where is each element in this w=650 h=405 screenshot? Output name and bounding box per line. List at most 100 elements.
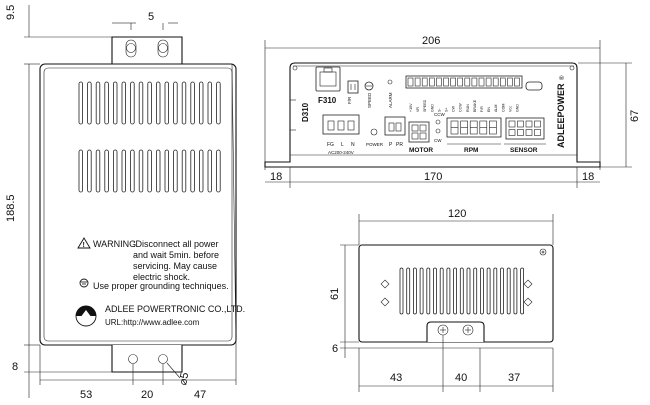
svg-text:F/R: F/R	[347, 96, 352, 104]
terminal-pin	[492, 77, 499, 87]
vent-slot	[173, 81, 178, 125]
vent-slot	[95, 149, 101, 193]
vent-slot	[121, 81, 126, 125]
vent-slot	[207, 149, 212, 193]
vent-slot	[216, 81, 221, 125]
warning-line2: and wait 5min. before	[133, 250, 219, 260]
front-top-hole-left	[126, 43, 136, 53]
sensor-pin	[517, 120, 524, 128]
ccw-led	[435, 119, 441, 125]
vent-slot	[479, 267, 484, 315]
vent-slot	[155, 81, 161, 125]
vent-slot	[113, 149, 118, 193]
vent-slot	[198, 149, 204, 193]
svg-text:!: !	[83, 242, 85, 249]
vent-slot	[486, 267, 491, 315]
front-top-slot-right	[157, 39, 169, 58]
vent-slot	[453, 267, 458, 315]
vent-slot	[138, 81, 144, 125]
terminal-pin-label: BRAKE	[473, 99, 477, 112]
ccw-label: CCW	[434, 112, 445, 117]
vent-slot	[406, 267, 411, 315]
dim-front-bottom-mid: 20	[141, 389, 153, 401]
vent-slot	[78, 81, 83, 125]
dim-front-top-offset: 9.5	[5, 5, 17, 20]
vent-slot	[198, 81, 204, 125]
front-body-inner	[43, 67, 233, 342]
terminal-pin	[450, 77, 456, 87]
side-view: 206 67 D310 F310 F/R SPEED ALARM	[264, 35, 641, 188]
terminal-pin-label: S+	[445, 108, 449, 113]
bottom-view: 120 61 6	[329, 208, 554, 392]
vent-slot	[147, 149, 152, 193]
dim-front-height: 188.5	[5, 194, 17, 222]
warning-icon	[77, 237, 91, 249]
dim-front-bottom-offset: 8	[12, 361, 18, 373]
bottom-bracket-screw-right	[462, 324, 474, 336]
vent-slot	[216, 149, 221, 193]
brand-label: ADLEEPOWER	[556, 83, 566, 148]
power-led	[370, 128, 378, 136]
terminal-pin	[464, 77, 471, 87]
front-bottom-bracket	[111, 345, 183, 373]
front-body	[39, 63, 237, 346]
dim-front-bottom-left: 53	[80, 389, 92, 401]
sensor-pin	[534, 129, 541, 136]
company-logo	[75, 305, 97, 327]
sensor-label: SENSOR	[510, 147, 538, 154]
vent-slot	[190, 81, 195, 125]
front-top-hole-right	[158, 43, 168, 53]
l-label: L	[341, 142, 344, 148]
vent-slot	[104, 149, 109, 193]
rpm-label: RPM	[464, 147, 478, 154]
terminal-pin-label: +10V	[409, 103, 413, 112]
front-lower-vents	[78, 149, 221, 193]
vent-slot	[466, 267, 471, 315]
sensor-pin	[534, 120, 541, 128]
brake-connector	[384, 116, 406, 136]
sensor-pin	[517, 129, 524, 136]
dim-bottom-flange: 6	[332, 343, 338, 355]
sensor-pin	[525, 120, 533, 128]
terminal-pin-label: SPEED	[423, 99, 427, 112]
speed-label: SPEED	[367, 92, 372, 108]
bottom-corner-mark	[539, 248, 547, 256]
vent-slot	[419, 267, 424, 315]
vent-slot	[164, 81, 169, 125]
dim-side-flange-right: 18	[582, 171, 594, 183]
terminal-pin-label: GND	[430, 104, 434, 112]
ground-text: Use proper grounding techniques.	[93, 281, 229, 291]
company-url: URL:http://www.adlee.com	[105, 318, 200, 327]
vent-slot	[426, 267, 431, 315]
terminal-pin	[478, 77, 485, 87]
terminal-pin-label: VR	[416, 107, 420, 112]
vent-slot	[87, 149, 92, 193]
power-label: POWER	[366, 142, 384, 147]
cw-led	[435, 128, 441, 134]
ac-range-label: AC200-240V	[328, 150, 354, 155]
terminal-pin	[421, 77, 428, 87]
front-top-bracket	[111, 36, 183, 64]
vent-slot	[181, 149, 187, 193]
vent-slot	[138, 149, 144, 193]
vent-slot	[113, 81, 118, 125]
dip-switch	[347, 80, 359, 94]
dim-hole-diameter: ⌀5	[177, 371, 191, 386]
motor-connector	[408, 121, 430, 143]
vent-slot	[399, 267, 404, 315]
terminal-pin-label: RUN	[466, 104, 470, 112]
n-label: N	[351, 142, 355, 148]
vent-slot	[190, 149, 195, 193]
cw-label: CW	[434, 138, 442, 143]
dim-front-bottom-right: 47	[194, 389, 206, 401]
dim-bottom-height: 61	[329, 288, 341, 300]
rj45-port	[315, 66, 341, 92]
terminal-pin	[407, 77, 414, 87]
terminal-pin	[414, 77, 421, 87]
vent-slot	[130, 149, 135, 193]
vent-slot	[473, 267, 478, 315]
vent-slot	[78, 149, 83, 193]
dim-side-flange-left: 18	[270, 171, 282, 183]
vent-slot	[439, 267, 444, 315]
